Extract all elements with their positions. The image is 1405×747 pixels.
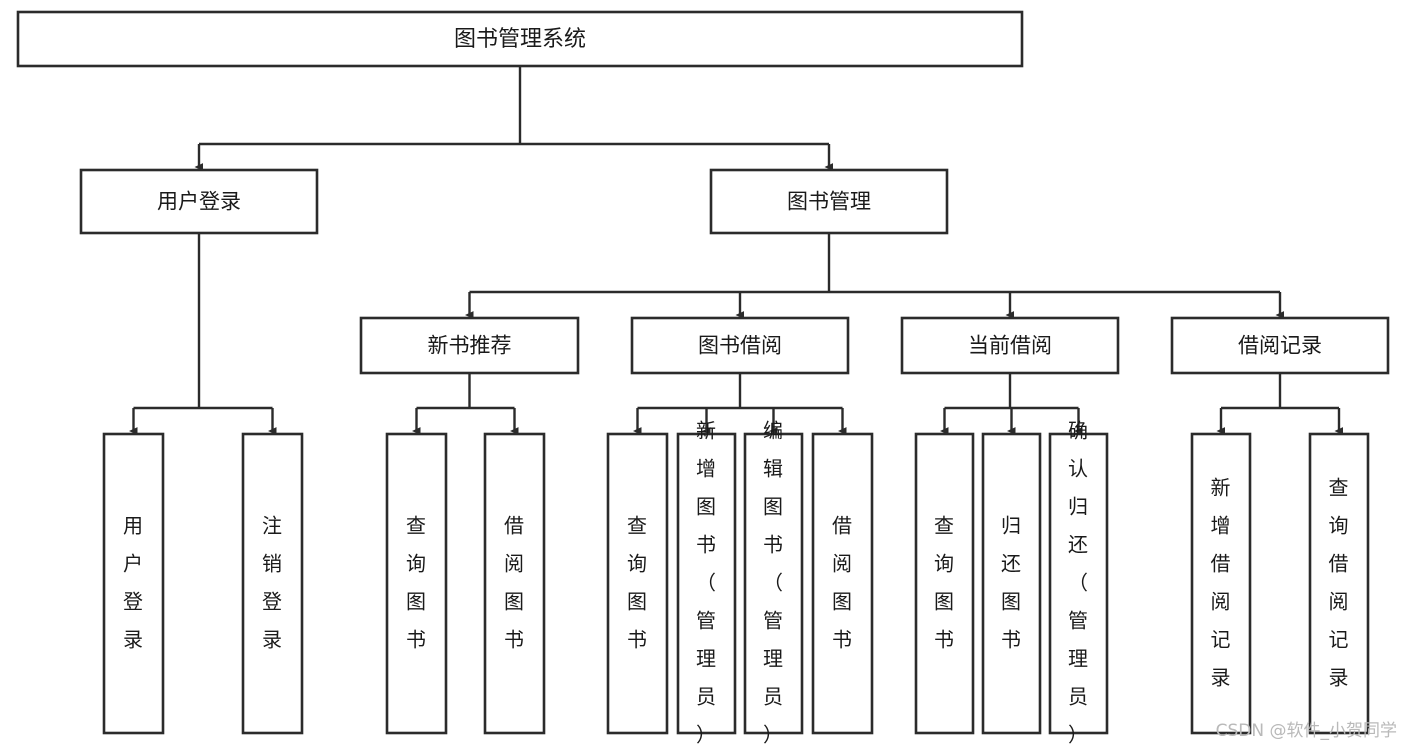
node-leaf-borrow-query-book[interactable]: 查询图书 (606, 432, 669, 735)
node-leaf-current-query-book[interactable]: 查询图书 (914, 432, 975, 735)
node-label-leaf-rec-borrow-book: 借阅图书 (504, 513, 525, 651)
node-label-user-login: 用户登录 (157, 190, 241, 214)
edge-group-new-book-rec (411, 373, 519, 435)
edge-group-book-borrow (632, 373, 847, 435)
edge-group-borrow-record (1216, 373, 1344, 435)
node-borrow-record[interactable]: 借阅记录 (1170, 316, 1390, 375)
node-label-leaf-current-return-book: 归还图书 (1001, 513, 1022, 651)
node-label-current-borrow: 当前借阅 (968, 334, 1052, 358)
node-label-leaf-record-query: 查询借阅记录 (1329, 475, 1350, 689)
node-root[interactable]: 图书管理系统 (16, 10, 1024, 68)
node-user-login[interactable]: 用户登录 (79, 168, 319, 235)
node-label-leaf-user-logout: 注销登录 (262, 513, 283, 651)
node-leaf-current-return-book[interactable]: 归还图书 (981, 432, 1042, 735)
edge-group-user-login (128, 233, 277, 435)
node-label-leaf-borrow-edit-book: 编辑图书（管理员） (763, 418, 784, 746)
node-label-leaf-current-query-book: 查询图书 (934, 513, 955, 651)
node-leaf-record-add[interactable]: 新增借阅记录 (1190, 432, 1252, 735)
node-label-leaf-rec-query-book: 查询图书 (406, 513, 427, 651)
node-book-borrow[interactable]: 图书借阅 (630, 316, 850, 375)
edge-group-root (194, 66, 834, 171)
node-label-root: 图书管理系统 (454, 27, 586, 52)
node-label-borrow-record: 借阅记录 (1238, 334, 1322, 358)
node-leaf-current-confirm-return[interactable]: 确认归还（管理员） (1048, 418, 1109, 746)
node-leaf-borrow-borrow-book[interactable]: 借阅图书 (811, 432, 874, 735)
node-leaf-borrow-edit-book[interactable]: 编辑图书（管理员） (743, 418, 804, 746)
node-label-leaf-borrow-add-book: 新增图书（管理员） (696, 418, 717, 746)
node-label-leaf-borrow-query-book: 查询图书 (627, 513, 648, 651)
node-leaf-borrow-add-book[interactable]: 新增图书（管理员） (676, 418, 737, 746)
node-label-leaf-current-confirm-return: 确认归还（管理员） (1068, 418, 1089, 746)
node-label-leaf-record-add: 新增借阅记录 (1211, 475, 1232, 689)
node-label-book-manage: 图书管理 (787, 190, 871, 214)
node-book-manage[interactable]: 图书管理 (709, 168, 949, 235)
node-leaf-user-logout[interactable]: 注销登录 (241, 432, 304, 735)
node-leaf-record-query[interactable]: 查询借阅记录 (1308, 432, 1370, 735)
nodes-layer: 图书管理系统用户登录图书管理新书推荐图书借阅当前借阅借阅记录用户登录注销登录查询… (16, 10, 1390, 746)
node-new-book-rec[interactable]: 新书推荐 (359, 316, 580, 375)
node-label-book-borrow: 图书借阅 (698, 334, 782, 358)
node-leaf-rec-borrow-book[interactable]: 借阅图书 (483, 432, 546, 735)
node-leaf-user-login[interactable]: 用户登录 (102, 432, 165, 735)
csdn-watermark: CSDN @软件_小贺同学 (1215, 721, 1397, 741)
node-leaf-rec-query-book[interactable]: 查询图书 (385, 432, 448, 735)
node-label-leaf-user-login: 用户登录 (123, 513, 144, 651)
node-label-new-book-rec: 新书推荐 (428, 334, 512, 358)
node-label-leaf-borrow-borrow-book: 借阅图书 (832, 513, 853, 651)
edge-group-book-manage (464, 233, 1285, 319)
node-current-borrow[interactable]: 当前借阅 (900, 316, 1120, 375)
edges-layer (128, 66, 1344, 435)
edge-group-current-borrow (939, 373, 1083, 435)
